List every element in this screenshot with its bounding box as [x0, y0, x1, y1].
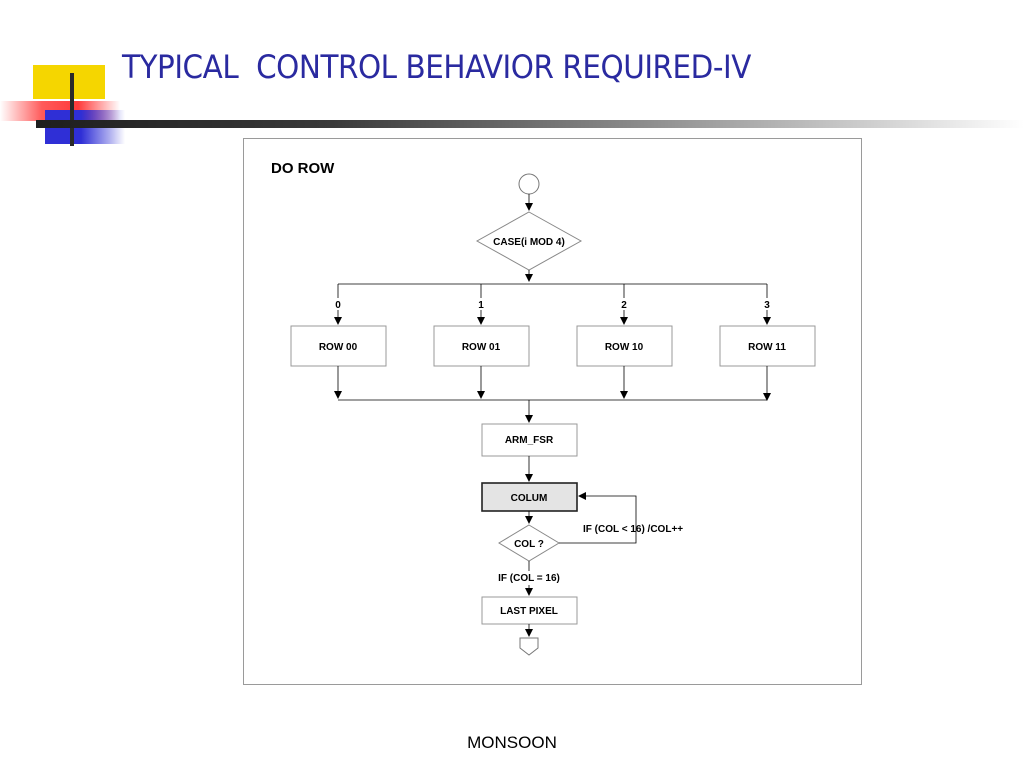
colum-box — [481, 482, 578, 512]
branch-label-3: 3 — [764, 300, 770, 311]
case-decision-label: CASE(i MOD 4) — [493, 237, 565, 248]
title-ornament-yellow-block — [33, 65, 105, 99]
colum-label: COLUM — [511, 493, 548, 504]
branch-label-1: 1 — [478, 300, 484, 311]
col-decision-label: COL ? — [514, 539, 544, 550]
slide-footer: MONSOON — [467, 733, 557, 752]
title-underline-bar — [36, 120, 1024, 128]
branch-label-2: 2 — [621, 300, 627, 311]
branch-label-2-bg — [618, 298, 630, 310]
row-01-box — [433, 325, 530, 367]
row-11-box — [719, 325, 816, 367]
flowchart: DO ROW CASE(i MOD 4) 0 1 2 3 ROW 00 ROW … — [271, 160, 816, 656]
row-10-label: ROW 10 — [605, 342, 644, 353]
exit-condition-label: IF (COL = 16) — [498, 573, 560, 584]
last-pixel-label: LAST PIXEL — [500, 606, 558, 617]
diagram-frame — [243, 138, 862, 685]
title-ornament-vertical-line — [70, 73, 74, 146]
exit-condition-bg — [489, 571, 569, 585]
branch-label-3-bg — [761, 298, 773, 310]
branch-label-0-bg — [332, 298, 344, 310]
branch-label-1-bg — [475, 298, 487, 310]
last-pixel-box — [481, 596, 578, 625]
end-connector — [519, 637, 539, 656]
arm-fsr-label: ARM_FSR — [505, 435, 554, 446]
row-01-label: ROW 01 — [462, 342, 501, 353]
slide-title: TYPICAL CONTROL BEHAVIOR REQUIRED-IV — [122, 48, 751, 86]
row-00-box — [290, 325, 387, 367]
arm-fsr-box — [481, 423, 578, 457]
start-node — [518, 173, 540, 195]
diagram-title: DO ROW — [271, 160, 335, 177]
row-00-label: ROW 00 — [319, 342, 358, 353]
row-11-label: ROW 11 — [748, 342, 786, 353]
loop-back-arrow — [559, 492, 637, 544]
branch-label-0: 0 — [335, 300, 341, 311]
loop-condition-label: IF (COL < 16) /COL++ — [583, 524, 683, 535]
row-10-box — [576, 325, 673, 367]
